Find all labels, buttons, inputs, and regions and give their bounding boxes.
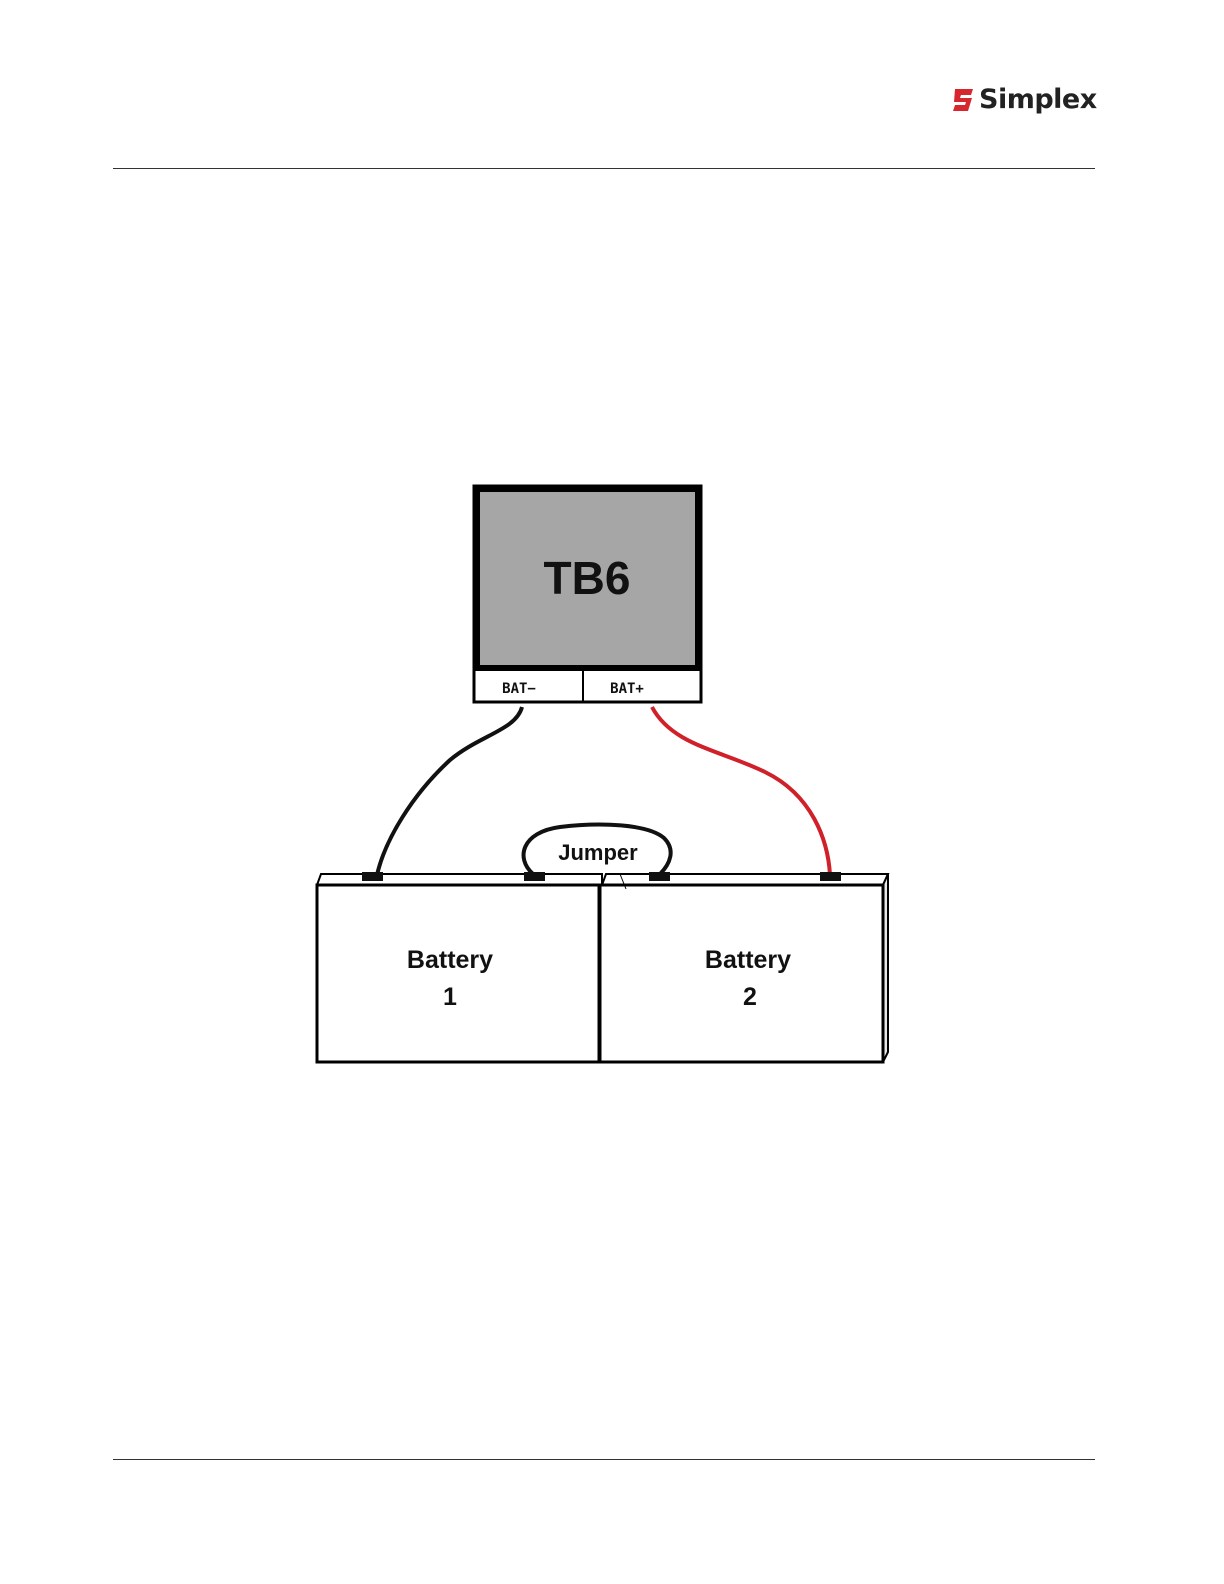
battery-1-negative-post xyxy=(362,872,383,881)
negative-wire xyxy=(377,707,522,875)
battery-1-number: 1 xyxy=(443,983,457,1011)
positive-wire xyxy=(652,707,830,875)
battery-2-number: 2 xyxy=(743,983,757,1011)
battery-1-name: Battery xyxy=(407,946,493,974)
battery-1: Battery 1 xyxy=(317,872,602,1062)
terminal-block-tb6: TB6 BAT− BAT+ xyxy=(474,486,701,702)
battery-2-name: Battery xyxy=(705,946,791,974)
bat-positive-terminal-label: BAT+ xyxy=(610,681,644,697)
battery-1-positive-post xyxy=(524,872,545,881)
battery-2-positive-post xyxy=(820,872,841,881)
footer-divider xyxy=(113,1459,1095,1460)
battery-2: Battery 2 xyxy=(600,872,888,1062)
battery-2-negative-post xyxy=(649,872,670,881)
bat-negative-terminal-label: BAT− xyxy=(502,681,536,697)
jumper-label: Jumper xyxy=(558,840,638,865)
battery-1-top xyxy=(317,874,602,885)
battery-2-top xyxy=(602,874,888,885)
tb6-label: TB6 xyxy=(544,552,631,604)
